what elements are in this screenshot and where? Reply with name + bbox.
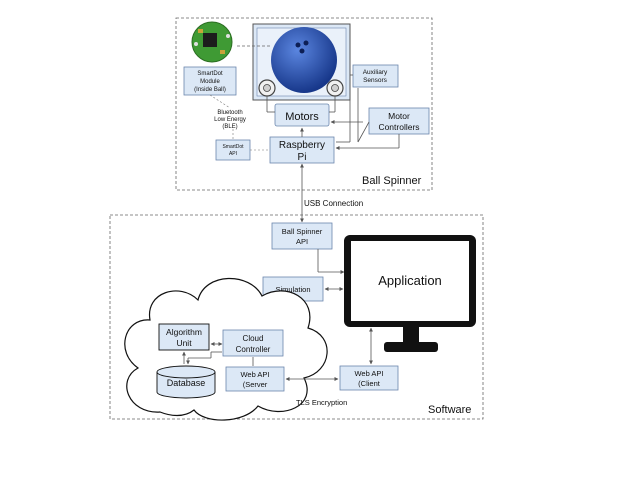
motor-controllers-box: Motor Controllers xyxy=(368,107,430,135)
svg-text:Database: Database xyxy=(167,378,206,388)
usb-connection-label: USB Connection xyxy=(304,199,363,208)
web-api-server-box: Web API (Server xyxy=(225,366,285,392)
raspberry-pi-box: Raspberry Pi xyxy=(269,136,335,164)
database-cylinder: Database xyxy=(156,365,216,399)
svg-text:Bluetooth: Bluetooth xyxy=(217,110,242,116)
svg-text:Algorithm: Algorithm xyxy=(166,327,202,337)
svg-text:Web API: Web API xyxy=(240,370,269,379)
ball-spinner-title: Ball Spinner xyxy=(362,175,422,187)
svg-text:(Inside Ball): (Inside Ball) xyxy=(194,87,226,93)
svg-text:Simulation: Simulation xyxy=(275,285,310,294)
svg-text:API: API xyxy=(296,237,308,246)
software-region xyxy=(109,214,484,420)
tls-encryption-label: TLS Encryption xyxy=(296,398,347,407)
svg-text:(BLE): (BLE) xyxy=(222,124,237,130)
svg-text:Ball Spinner: Ball Spinner xyxy=(282,227,323,236)
auxiliary-sensors-box: Auxiliary Sensors xyxy=(352,64,399,88)
software-title: Software xyxy=(428,404,471,416)
cloud-controller-box: Cloud Controller xyxy=(222,329,284,357)
svg-text:(Server: (Server xyxy=(243,380,268,389)
web-api-client-box: Web API (Client xyxy=(339,365,399,391)
ble-label: Bluetooth Low Energy (BLE) xyxy=(214,110,246,130)
svg-text:Raspberry: Raspberry xyxy=(279,140,325,151)
svg-text:Motor: Motor xyxy=(388,111,410,121)
svg-text:SmartDot: SmartDot xyxy=(197,71,223,77)
ball-spinner-region xyxy=(175,17,433,191)
bowling-ball-image xyxy=(271,27,337,93)
algorithm-unit-box: Algorithm Unit xyxy=(158,323,210,351)
svg-text:Cloud: Cloud xyxy=(243,334,264,343)
svg-text:Motors: Motors xyxy=(285,111,319,123)
ball-spinner-api-box: Ball Spinner API xyxy=(271,222,333,250)
smartdot-api-box: SmartDot API xyxy=(215,139,251,161)
svg-text:Pi: Pi xyxy=(298,152,307,163)
svg-text:Sensors: Sensors xyxy=(363,77,388,84)
svg-text:Auxiliary: Auxiliary xyxy=(363,69,388,76)
svg-text:Module: Module xyxy=(200,79,220,85)
monitor-image: Application xyxy=(344,235,476,352)
ball-spinner-frame-image xyxy=(252,23,351,101)
svg-text:Unit: Unit xyxy=(176,338,192,348)
svg-text:API: API xyxy=(229,151,237,157)
svg-text:SmartDot: SmartDot xyxy=(222,144,244,150)
smartdot-module-box: SmartDot Module (Inside Ball) xyxy=(183,66,237,96)
svg-text:(Client: (Client xyxy=(358,379,381,388)
svg-text:Low Energy: Low Energy xyxy=(214,117,246,123)
smartdot-board-image xyxy=(191,21,233,63)
application-label: Application xyxy=(378,273,442,288)
svg-text:Controller: Controller xyxy=(236,345,271,354)
svg-text:Web API: Web API xyxy=(354,369,383,378)
svg-text:Controllers: Controllers xyxy=(378,122,419,132)
motors-box: Motors xyxy=(274,103,330,127)
